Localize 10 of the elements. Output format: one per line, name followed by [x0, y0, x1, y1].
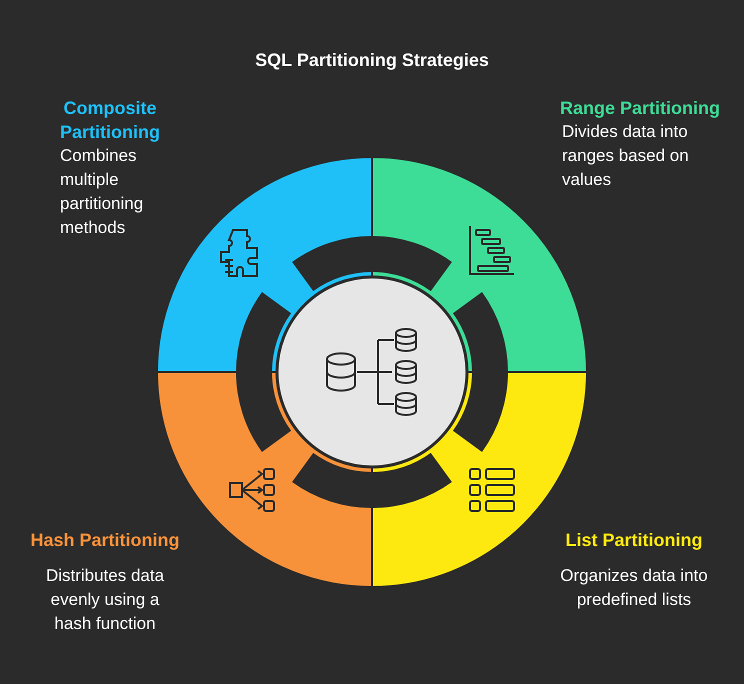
- section-heading: Hash Partitioning: [30, 529, 180, 552]
- section-heading: Composite Partitioning: [59, 97, 161, 144]
- center-circle: [276, 276, 468, 468]
- description-text: Combines multiple partitioning methods: [59, 145, 144, 239]
- diagram-title: SQL Partitioning Strategies: [254, 49, 490, 72]
- description-text: Organizes data into predefined lists: [560, 565, 708, 611]
- description-text: Distributes data evenly using a hash function: [44, 565, 166, 635]
- section-heading: List Partitioning: [564, 529, 704, 552]
- section-heading: Range Partitioning: [560, 97, 720, 120]
- description-text: Divides data into ranges based on values: [561, 121, 690, 191]
